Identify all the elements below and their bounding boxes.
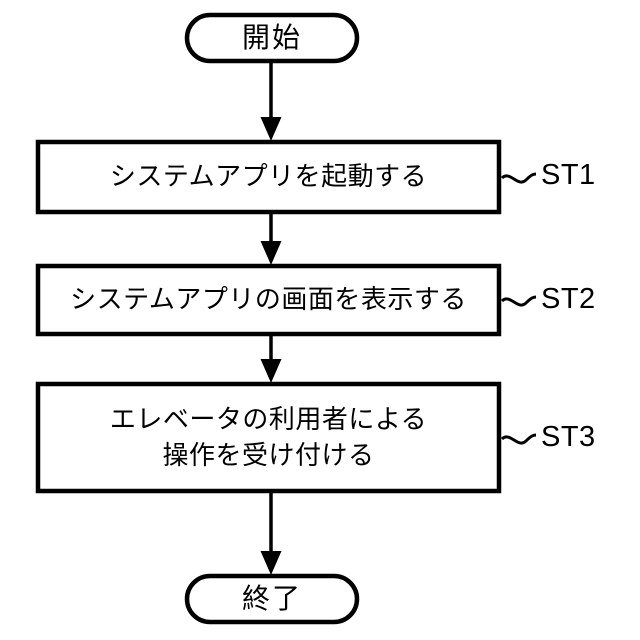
process-st2-shape [35,263,502,337]
step-label-st1: ST1 [541,159,596,191]
process-st3-shape [35,381,502,494]
leader-tilde-st2 [500,295,537,307]
leader-tilde-st3 [500,433,537,445]
leader-tilde-st1 [500,172,537,184]
connector-st3-to-end [260,491,282,575]
terminator-end-shape [184,573,360,625]
connector-st1-to-st2 [260,212,282,265]
step-label-st2: ST2 [541,283,596,315]
connector-st2-to-st3 [260,334,282,383]
process-st1-shape [35,139,502,215]
connector-start-to-st1 [260,61,282,141]
terminator-start-shape [184,12,360,64]
step-label-st3: ST3 [541,421,596,453]
